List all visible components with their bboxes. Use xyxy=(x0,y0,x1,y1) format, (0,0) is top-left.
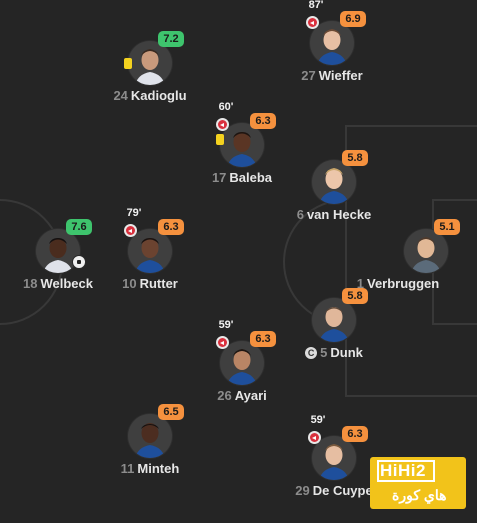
rating-badge: 7.6 xyxy=(66,219,92,235)
sub-off-icon xyxy=(216,118,229,131)
goal-ball-icon xyxy=(72,255,86,269)
captain-icon: C xyxy=(305,347,318,359)
yellow-card-icon xyxy=(124,58,132,69)
player-name: Verbruggen xyxy=(366,276,440,291)
sub-off-icon xyxy=(308,431,321,444)
player-name: Dunk xyxy=(330,345,363,360)
rating-badge: 5.1 xyxy=(434,219,460,235)
player-number: 10 xyxy=(122,276,137,291)
player-photo xyxy=(404,229,448,273)
player-photo xyxy=(220,123,264,167)
rating-badge: 6.9 xyxy=(340,11,366,27)
player-number: 29 xyxy=(295,483,310,498)
player-number: 1 xyxy=(356,276,364,291)
player-name: Wieffer xyxy=(318,68,363,83)
player-photo xyxy=(312,436,356,480)
player-photo xyxy=(312,160,356,204)
player-name: Ayari xyxy=(234,388,267,403)
sub-minute: 59' xyxy=(310,414,326,426)
player-number: 27 xyxy=(301,68,316,83)
player-number: 5 xyxy=(320,345,328,360)
yellow-card-icon xyxy=(216,134,224,145)
player-number: 18 xyxy=(23,276,38,291)
rating-badge: 6.3 xyxy=(250,331,276,347)
watermark-frame xyxy=(377,460,435,482)
player-number: 11 xyxy=(120,461,135,476)
player-number: 26 xyxy=(217,388,232,403)
player-name: De Cuype xyxy=(312,483,373,498)
player-name: van Hecke xyxy=(306,207,372,222)
watermark-arabic-text: هاي كورة xyxy=(392,487,447,503)
player-number: 17 xyxy=(211,170,227,185)
sub-minute: 60' xyxy=(218,101,234,113)
player-number: 24 xyxy=(113,88,128,103)
sub-off-icon xyxy=(124,224,137,237)
rating-badge: 6.3 xyxy=(250,113,276,129)
rating-badge: 5.8 xyxy=(342,150,368,166)
watermark-latin-text: HiHi2 xyxy=(380,461,426,480)
rating-badge: 6.3 xyxy=(342,426,368,442)
player-name: Baleba xyxy=(229,170,273,185)
rating-badge: 6.5 xyxy=(158,404,184,420)
player-photo xyxy=(220,341,264,385)
player-photo xyxy=(312,298,356,342)
sub-off-icon xyxy=(306,16,319,29)
sub-minute: 79' xyxy=(126,207,142,219)
rating-badge: 6.3 xyxy=(158,219,184,235)
player-photo xyxy=(128,414,172,458)
player-name: Kadioglu xyxy=(130,88,187,103)
player-name: Welbeck xyxy=(40,276,93,291)
player-photo xyxy=(128,41,172,85)
player-name: Minteh xyxy=(137,461,180,476)
player-number: 6 xyxy=(296,207,304,222)
sub-minute: 59' xyxy=(218,319,234,331)
rating-badge: 7.2 xyxy=(158,31,184,47)
player-photo xyxy=(310,21,354,65)
sub-minute: 87' xyxy=(308,0,324,11)
player-photo xyxy=(128,229,172,273)
player-name: Rutter xyxy=(139,276,178,291)
hihi2-watermark-logo: HiHi2 هاي كورة xyxy=(370,457,466,509)
sub-off-icon xyxy=(216,336,229,349)
rating-badge: 5.8 xyxy=(342,288,368,304)
